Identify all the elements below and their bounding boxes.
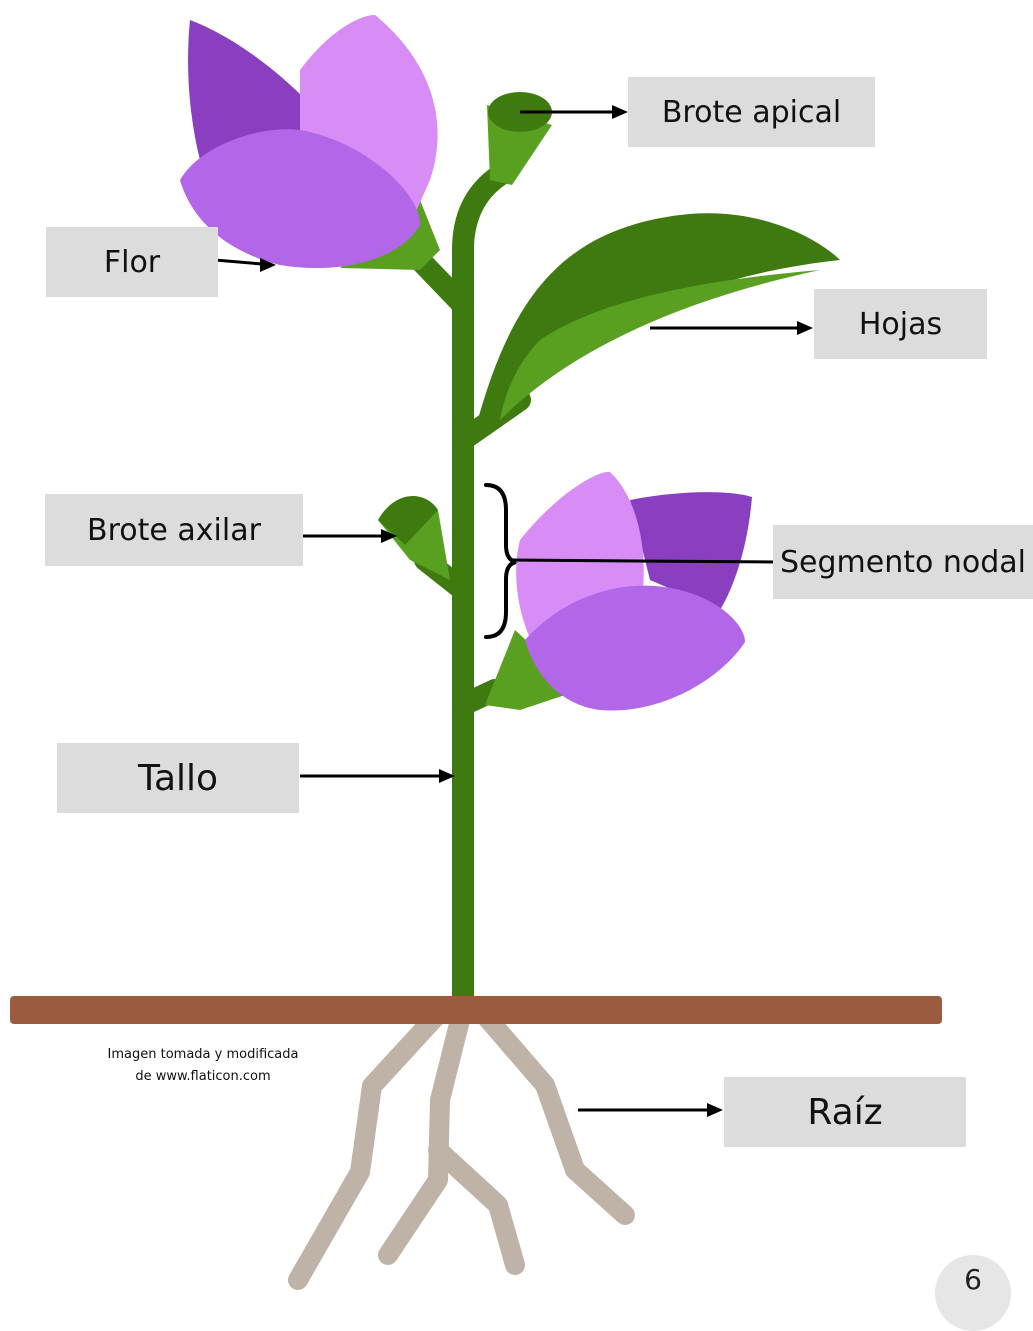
image-credit-line-1: Imagen tomada y modificada	[98, 1047, 308, 1062]
image-credit-line-2: de www.flaticon.com	[98, 1069, 308, 1084]
label-segmento-nodal: Segmento nodal	[773, 525, 1033, 599]
page-number-badge: 6	[935, 1255, 1011, 1331]
roots	[298, 1012, 625, 1280]
label-flor: Flor	[46, 227, 218, 297]
label-brote-apical: Brote apical	[628, 77, 875, 147]
label-brote-axilar: Brote axilar	[45, 494, 303, 566]
page-number: 6	[935, 1263, 1011, 1296]
label-raiz: Raíz	[724, 1077, 966, 1147]
top-flower	[180, 15, 440, 270]
apical-bud	[487, 92, 552, 185]
label-tallo: Tallo	[57, 743, 299, 813]
soil-line	[10, 996, 942, 1024]
lower-flower	[485, 472, 752, 711]
nodal-segment-brace	[486, 485, 516, 637]
label-hojas: Hojas	[814, 289, 987, 359]
